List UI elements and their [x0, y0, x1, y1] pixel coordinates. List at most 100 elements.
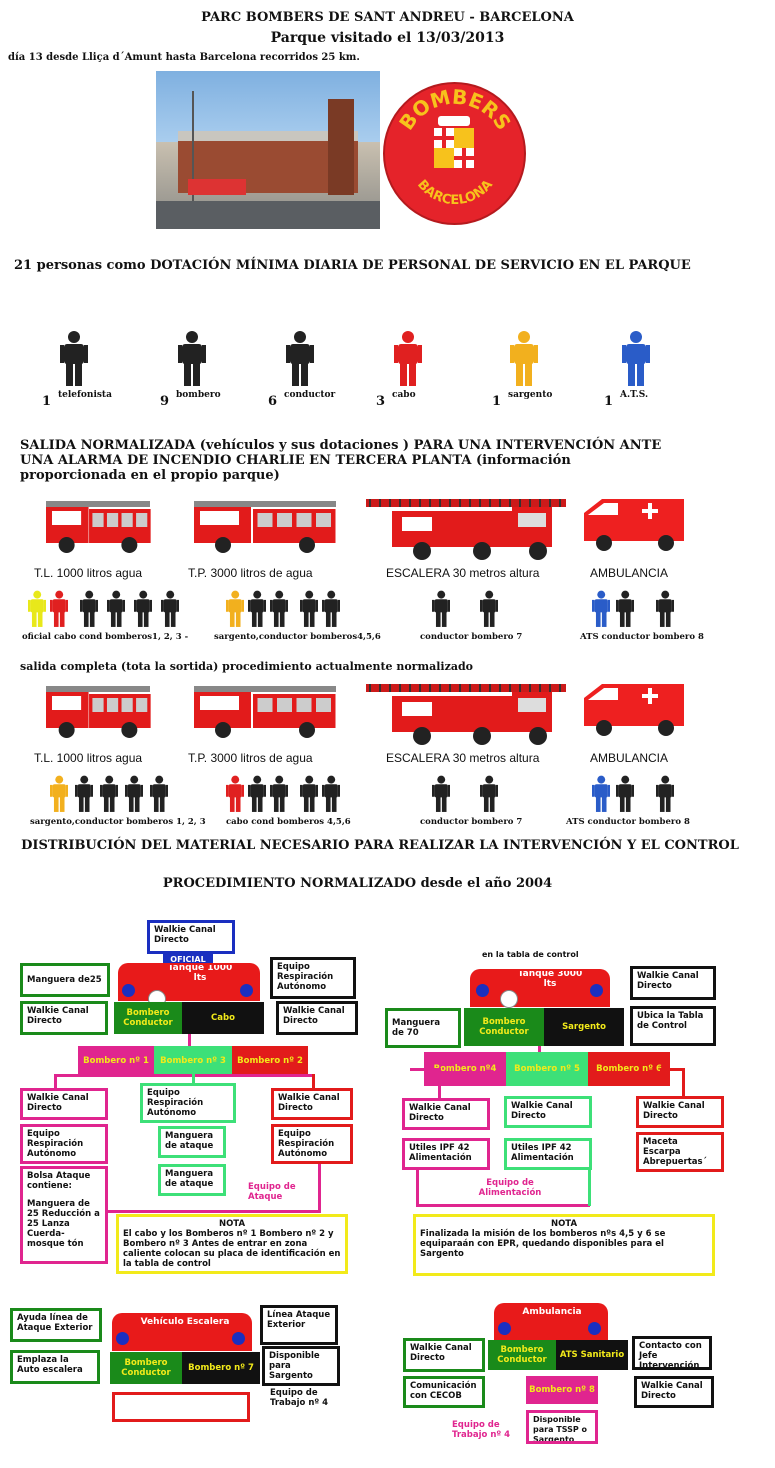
crew-label: conductor bombero 7	[420, 632, 523, 642]
person-icon	[50, 775, 69, 812]
page-subtitle: Parque visitado el 13/03/2013	[270, 30, 505, 46]
d1-b1-bolsa: Bolsa Ataque contiene: Manguera de 25 Re…	[20, 1166, 108, 1264]
d1-b1-walkie: Walkie Canal Directo	[20, 1088, 108, 1120]
d4-equipo: Equipo de Trabajo nº 4	[452, 1420, 511, 1440]
d3-bombero7: Bombero nº 7	[182, 1352, 260, 1384]
d1-b2-walkie: Walkie Canal Directo	[271, 1088, 353, 1120]
d2-b6-walkie: Walkie Canal Directo	[636, 1096, 724, 1128]
person-icon	[161, 590, 180, 627]
person-icon	[270, 775, 289, 812]
d4-truck	[494, 1303, 608, 1341]
staff-role: cabo	[392, 390, 416, 400]
vehicle-label: T.P. 3000 litros de agua	[188, 566, 313, 580]
d2-equipo-alimentacion: Equipo de Alimentación	[478, 1178, 542, 1198]
staff-role: telefonista	[58, 390, 112, 400]
person-icon	[394, 331, 422, 386]
person-icon	[150, 775, 169, 812]
d1-b3-manguera1: Manguera de ataque	[158, 1126, 226, 1158]
crew-label: ATS conductor bombero 8	[580, 632, 704, 642]
person-icon	[432, 775, 451, 812]
svg-text:BARCELONA: BARCELONA	[414, 177, 496, 208]
person-icon	[75, 775, 94, 812]
person-icon	[50, 590, 69, 627]
svg-text:BOMBERS: BOMBERS	[394, 85, 516, 135]
trip-info: día 13 desde Lliça d´Amunt hasta Barcelo…	[8, 52, 360, 63]
d1-b2-equipo: Equipo Respiración Autónomo	[271, 1124, 353, 1164]
d2-truck	[470, 969, 610, 1007]
d2-top-note: en la tabla de control	[482, 950, 579, 959]
person-icon	[286, 331, 314, 386]
d2-manguera70: Manguera de 70	[385, 1008, 461, 1048]
d3-linea: Línea Ataque Exterior	[260, 1305, 338, 1345]
staff-count: 6	[268, 394, 278, 409]
d2-bombero6: Bombero nº 6	[588, 1052, 670, 1086]
person-icon	[226, 590, 245, 627]
person-icon	[656, 590, 675, 627]
d1-conductor: Bombero Conductor	[114, 1002, 182, 1034]
person-icon	[510, 331, 538, 386]
d1-walkie-left: Walkie Canal Directo	[20, 1001, 108, 1035]
distrib-subheading: PROCEDIMIENTO NORMALIZADO desde el año 2…	[162, 876, 553, 891]
person-icon	[248, 590, 267, 627]
crew-label: oficial cabo cond bomberos1, 2, 3 -	[22, 632, 189, 642]
d2-nota-title: NOTA	[550, 1219, 578, 1229]
vehicle-esc	[362, 680, 572, 752]
distrib-heading: DISTRIBUCIÓN DEL MATERIAL NECESARIO PARA…	[21, 838, 739, 853]
vehicle-label: ESCALERA 30 metros altura	[386, 566, 540, 580]
person-icon	[300, 775, 319, 812]
person-icon	[178, 331, 206, 386]
d3-conductor: Bombero Conductor	[110, 1352, 182, 1384]
person-icon	[622, 331, 650, 386]
d1-bolsa-title: Bolsa Ataque contiene:	[27, 1171, 91, 1191]
d1-equipo-ra: Equipo Respiración Autónomo	[270, 957, 356, 999]
person-icon	[125, 775, 144, 812]
vehicle-amb	[578, 680, 690, 742]
d4-conductor: Bombero Conductor	[488, 1340, 556, 1370]
vehicle-amb	[578, 495, 690, 557]
salida-vehicles	[0, 495, 775, 580]
fire-truck-icon	[194, 686, 336, 738]
vehicle-label: AMBULANCIA	[590, 751, 669, 765]
staff-role: conductor	[284, 390, 336, 400]
d1-oficial: OFICIAL	[163, 954, 213, 965]
completa-heading: salida completa (tota la sortida) proced…	[20, 660, 474, 673]
person-icon	[226, 775, 245, 812]
person-icon	[616, 590, 635, 627]
d1-cabo: Cabo	[182, 1002, 264, 1034]
d2-ubica: Ubica la Tabla de Control	[630, 1006, 716, 1046]
d2-b5-utiles: Utiles IPF 42 Alimentación	[504, 1138, 592, 1170]
person-icon	[480, 775, 499, 812]
person-icon	[248, 775, 267, 812]
fire-truck-icon	[194, 501, 336, 553]
vehicle-label: AMBULANCIA	[590, 566, 669, 580]
salida-heading: SALIDA NORMALIZADA (vehículos y sus dota…	[20, 438, 662, 483]
d2-nota: NOTA Finalizada la misión de los bombero…	[413, 1214, 715, 1276]
completa-vehicles	[0, 680, 775, 765]
d2-walkie-right: Walkie Canal Directo	[630, 966, 716, 1000]
d3-truck	[112, 1313, 252, 1351]
d1-bolsa-items: Manguera de 25 Reducción a 25 Lanza Cuer…	[27, 1199, 100, 1249]
person-icon	[616, 775, 635, 812]
ambulance-icon	[584, 684, 684, 736]
d1-walkie-top: Walkie Canal Directo	[147, 920, 235, 954]
d3-ayuda: Ayuda línea de Ataque Exterior	[10, 1308, 102, 1342]
d2-nota-text: Finalizada la misión de los bomberos nºs…	[420, 1229, 666, 1259]
d3-disponible: Disponible para Sargento	[262, 1346, 340, 1386]
ladder-truck-icon	[366, 684, 566, 745]
person-icon	[432, 590, 451, 627]
staff-count: 1	[492, 394, 502, 409]
d2-b5-walkie: Walkie Canal Directo	[504, 1096, 592, 1128]
d1-b3-manguera2: Manguera de ataque	[158, 1164, 226, 1196]
vehicle-esc	[362, 495, 572, 567]
staff-item: 6 conductor	[260, 324, 390, 414]
person-icon	[656, 775, 675, 812]
staffing-heading: 21 personas como DOTACIÓN MÍNIMA DIARIA …	[14, 258, 691, 273]
staff-role: sargento	[508, 390, 553, 400]
staff-role: A.T.S.	[620, 390, 649, 400]
